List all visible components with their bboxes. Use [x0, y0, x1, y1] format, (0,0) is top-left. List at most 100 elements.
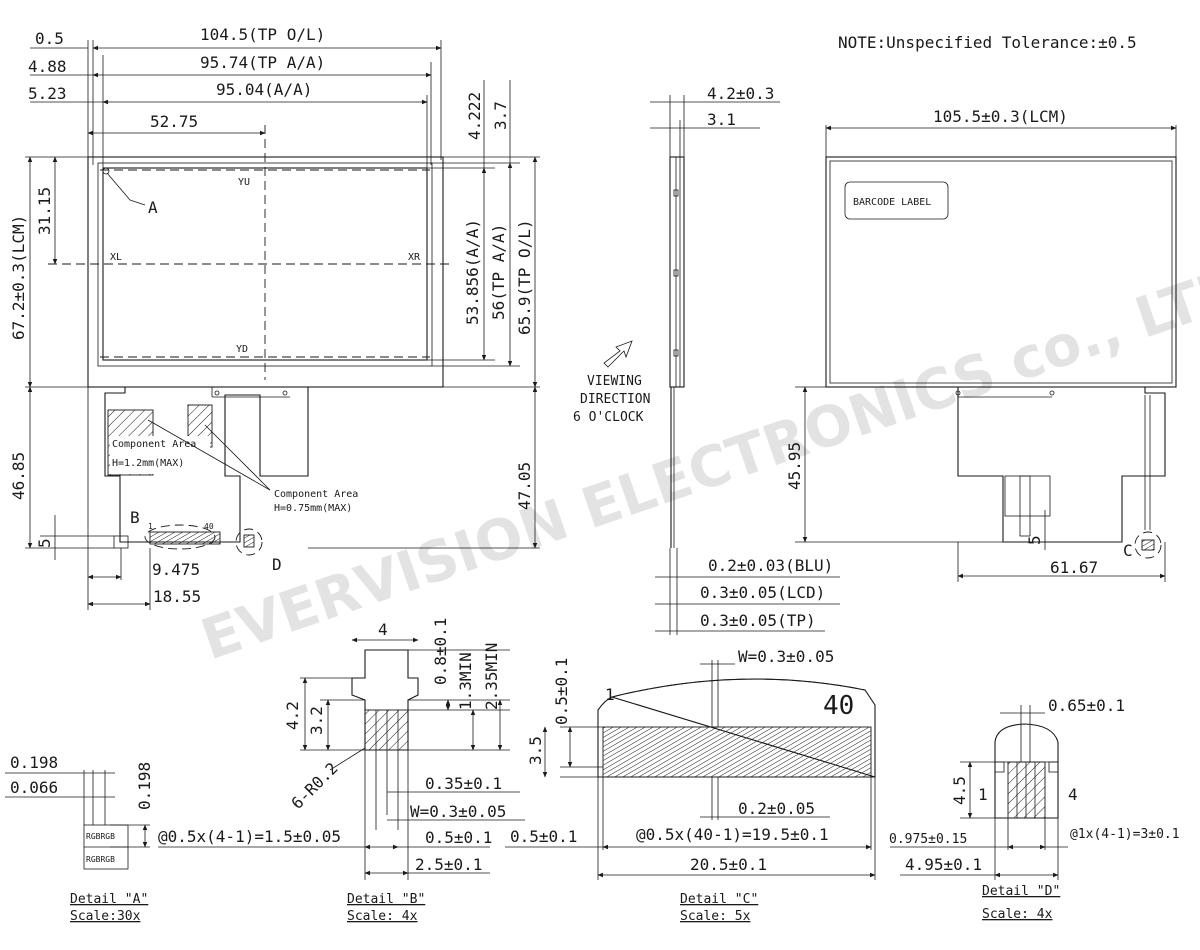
tolerance-note: NOTE:Unspecified Tolerance:±0.5: [838, 33, 1137, 52]
dim-31-15: 31.15: [35, 187, 54, 235]
side-dim-lcd: 0.3±0.05(LCD): [700, 583, 825, 602]
detail-d-scale: Scale: 4x: [982, 907, 1053, 922]
detail-c-dim-3-5: 3.5: [526, 736, 545, 765]
detail-c-dim-pitch: @0.5x(40-1)=19.5±0.1: [636, 825, 829, 844]
rear-dim-lcm-width: 105.5±0.3(LCM): [933, 107, 1068, 126]
dim-3-7: 3.7: [491, 101, 510, 130]
rear-view: BARCODE LABEL C 105.5±0.3(LCM) 45.95 5 6…: [785, 107, 1177, 582]
dim-4-88: 4.88: [28, 57, 67, 76]
component-area-label-1: Component Area: [112, 439, 196, 450]
detail-d-dim-0-65: 0.65±0.1: [1048, 696, 1125, 715]
detail-a: RGBRGB RGBRGB 0.198 0.066 0.198 Detail "…: [5, 753, 154, 924]
detail-d-dim-0-975: 0.975±0.15: [889, 832, 967, 847]
detail-b-dim-1-3min: 1.3MIN: [456, 652, 475, 710]
viewing-label-3: 6 O'CLOCK: [573, 410, 644, 425]
detail-d: 1 4 0.65±0.1 4.5 0.975±0.15 @1x(4-1)=3±0…: [889, 696, 1180, 922]
detail-a-title: Detail "A": [70, 892, 148, 907]
front-view: YU YD XL XR A Component Area H=1.2mm(MAX…: [9, 25, 540, 610]
detail-c-title: Detail "C": [680, 892, 758, 907]
label-yd: YD: [236, 344, 248, 355]
side-dim-thickness: 4.2±0.3: [707, 84, 774, 103]
label-xr: XR: [408, 252, 421, 263]
detail-c-dim-0-5-v: 0.5±0.1: [552, 658, 571, 725]
detail-b-dim-4-2: 4.2: [283, 701, 302, 730]
callout-b: B: [130, 508, 140, 527]
component-area-label-2: Component Area: [274, 489, 358, 500]
detail-b-dim-0-8: 0.8±0.1: [431, 618, 450, 685]
callout-c: C: [1123, 541, 1133, 560]
detail-c-dim-0-5-h: 0.5±0.1: [510, 827, 577, 846]
viewing-arrow: [603, 340, 633, 368]
dim-tp-aa-height: 56(TP A/A): [489, 224, 508, 320]
dim-47-05: 47.05: [515, 462, 534, 510]
side-dim-blu: 0.2±0.03(BLU): [708, 556, 833, 575]
detail-b-title: Detail "B": [347, 892, 425, 907]
detail-d-dim-4-95: 4.95±0.1: [905, 855, 982, 874]
fpc-contacts: [149, 531, 221, 545]
detail-b-dim-2-35min: 2.35MIN: [482, 643, 501, 710]
dim-lcm-height: 67.2±0.3(LCM): [9, 215, 28, 340]
rear-dim-61-67: 61.67: [1050, 558, 1098, 577]
side-dim-3-1: 3.1: [707, 110, 736, 129]
dim-center-x: 52.75: [150, 112, 198, 131]
detail-d-dim-4-5: 4.5: [950, 776, 969, 805]
fpc-pin-1: 1: [148, 522, 153, 531]
dim-4-222: 4.222: [465, 92, 484, 140]
detail-c-pin-1: 1: [605, 685, 615, 704]
dim-46-85: 46.85: [9, 452, 28, 500]
dim-5-23: 5.23: [28, 84, 67, 103]
dim-0-5: 0.5: [35, 29, 64, 48]
detail-c-scale: Scale: 5x: [680, 909, 751, 924]
dim-9-475: 9.475: [152, 560, 200, 579]
detail-c-pin-40: 40: [823, 691, 854, 721]
detail-b-dim-3-2: 3.2: [307, 706, 326, 735]
callout-a: A: [148, 198, 158, 217]
detail-b-dim-w: W=0.3±0.05: [410, 802, 506, 821]
detail-b-dim-0-35: 0.35±0.1: [425, 774, 502, 793]
fpc-tail: [104, 387, 309, 543]
detail-d-connector: [994, 723, 1059, 819]
detail-b-dim-0-5: 0.5±0.1: [425, 828, 492, 847]
detail-c-dim-w: W=0.3±0.05: [738, 647, 834, 666]
detail-b-dim-4: 4: [378, 620, 388, 639]
detail-b-scale: Scale: 4x: [347, 909, 418, 924]
pixel-row-2: RGBRGB: [86, 855, 115, 864]
lcm-outline: [87, 156, 444, 388]
dim-aa-height: 53.856(A/A): [463, 219, 482, 325]
rear-dim-45-95: 45.95: [785, 442, 804, 490]
label-xl: XL: [110, 252, 122, 263]
detail-a-dim-0-198-v: 0.198: [135, 762, 154, 810]
fpc-pin-40: 40: [204, 522, 214, 531]
detail-c-contacts: [602, 726, 872, 778]
detail-d-pin-1: 1: [978, 785, 988, 804]
viewing-label-1: VIEWING: [587, 374, 642, 389]
rear-fpc: [957, 387, 1166, 543]
label-yu: YU: [238, 177, 250, 188]
dim-tp-aa-width: 95.74(TP A/A): [200, 53, 325, 72]
component-area-height-2: H=0.75mm(MAX): [274, 503, 352, 514]
barcode-label: BARCODE LABEL: [853, 197, 931, 208]
rear-dim-5: 5: [1025, 535, 1044, 545]
dim-5-left: 5: [35, 538, 54, 548]
detail-d-pin-4: 4: [1068, 785, 1078, 804]
dim-aa-width: 95.04(A/A): [216, 80, 312, 99]
detail-a-dim-0-198: 0.198: [10, 753, 58, 772]
detail-b-dim-pitch: @0.5x(4-1)=1.5±0.05: [158, 827, 341, 846]
detail-c-dim-20-5: 20.5±0.1: [690, 855, 767, 874]
callout-d: D: [272, 555, 282, 574]
dim-tp-ol-height: 65.9(TP O/L): [515, 219, 534, 335]
pixel-row-1: RGBRGB: [86, 832, 115, 841]
detail-a-scale: Scale:30x: [70, 909, 141, 924]
detail-b-dim-2-5: 2.5±0.1: [415, 855, 482, 874]
detail-c: 1 40 W=0.3±0.05 0.5±0.1 3.5 0.2±0.05 @0.…: [505, 647, 876, 924]
viewing-label-2: DIRECTION: [580, 392, 650, 407]
component-area-height-1: H=1.2mm(MAX): [112, 458, 184, 469]
detail-d-dim-pitch: @1x(4-1)=3±0.1: [1070, 827, 1180, 842]
detail-d-title: Detail "D": [982, 884, 1060, 899]
side-body: [669, 156, 685, 388]
barcode-label-box: [844, 181, 949, 220]
side-view: 4.2±0.3 3.1 0.2±0.03(BLU) 0.3±0.05(LCD) …: [573, 84, 840, 635]
detail-c-dim-0-2: 0.2±0.05: [738, 799, 815, 818]
side-dim-tp: 0.3±0.05(TP): [700, 611, 816, 630]
